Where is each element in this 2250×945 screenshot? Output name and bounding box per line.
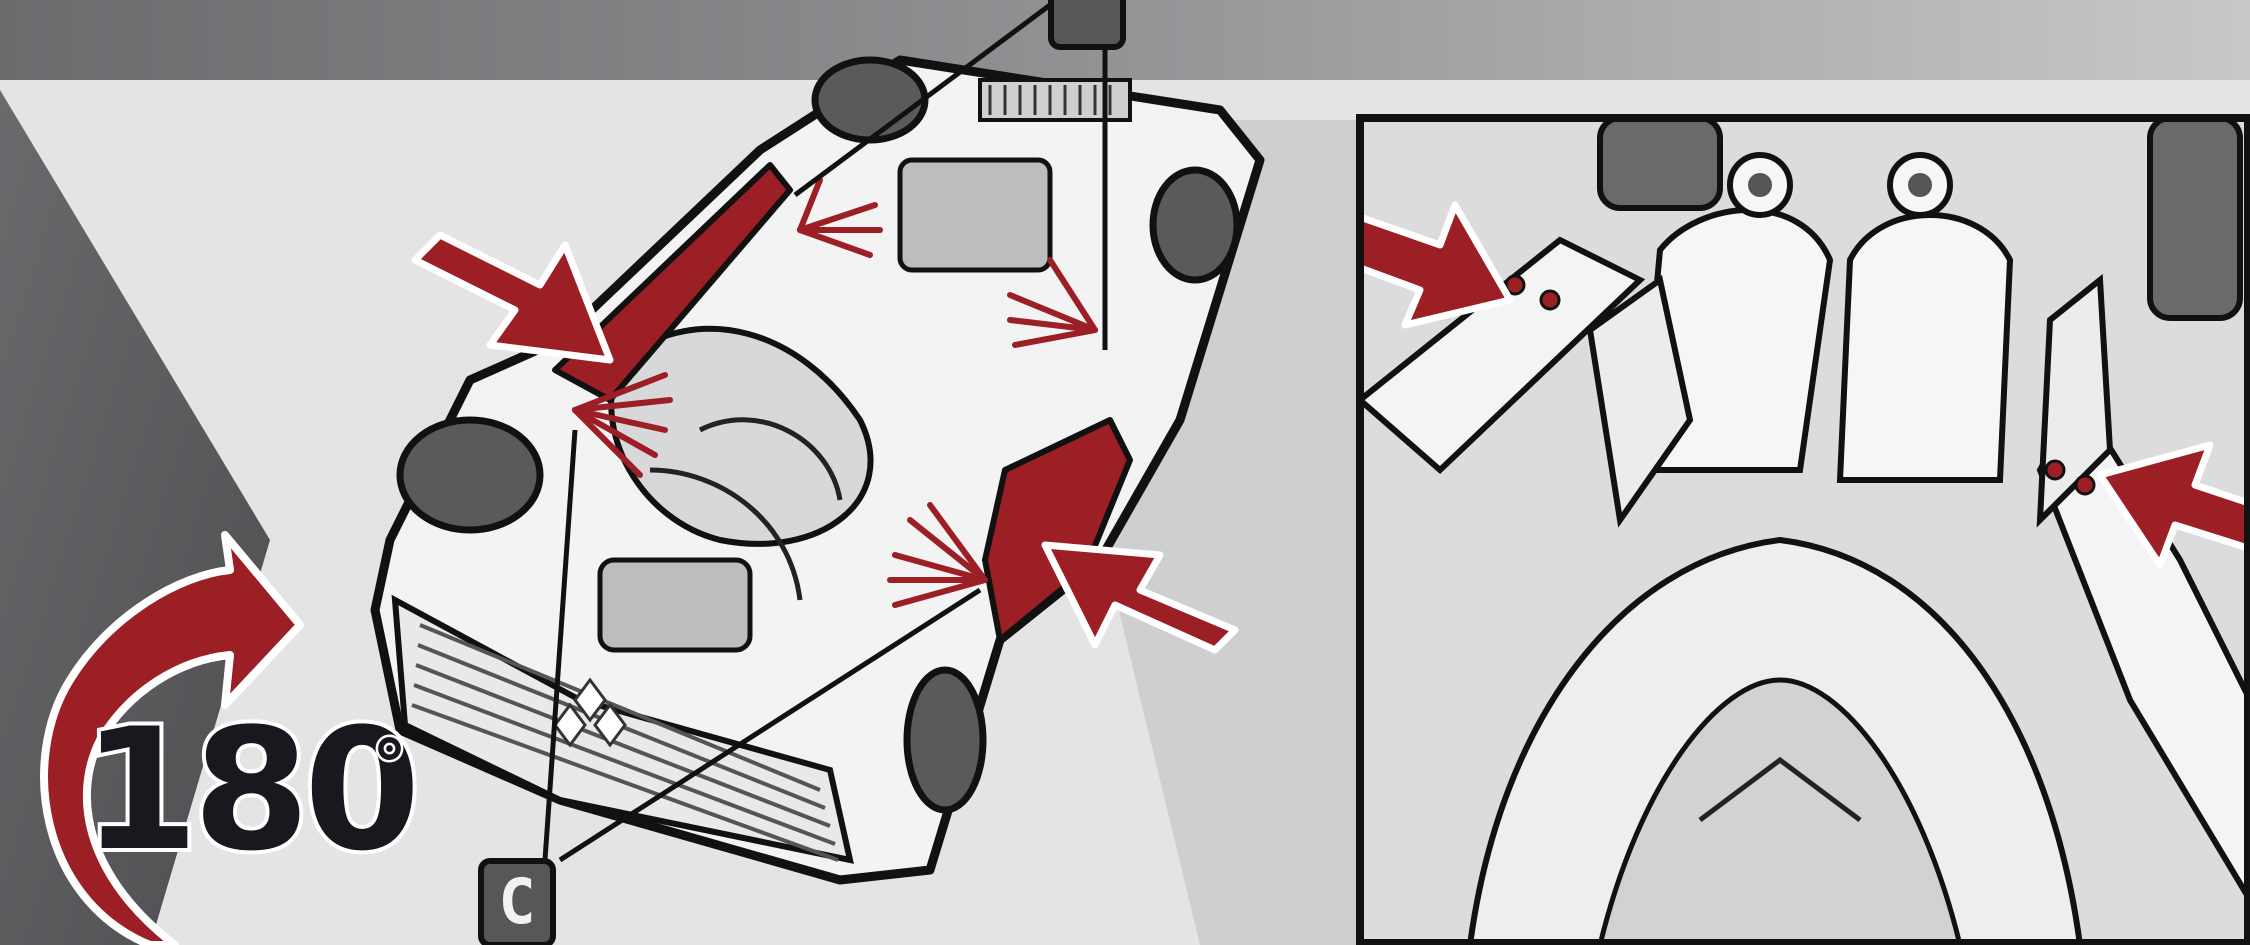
zoom-inset-panel <box>0 0 2250 945</box>
instruction-step: 180 ° C <box>0 0 2250 945</box>
